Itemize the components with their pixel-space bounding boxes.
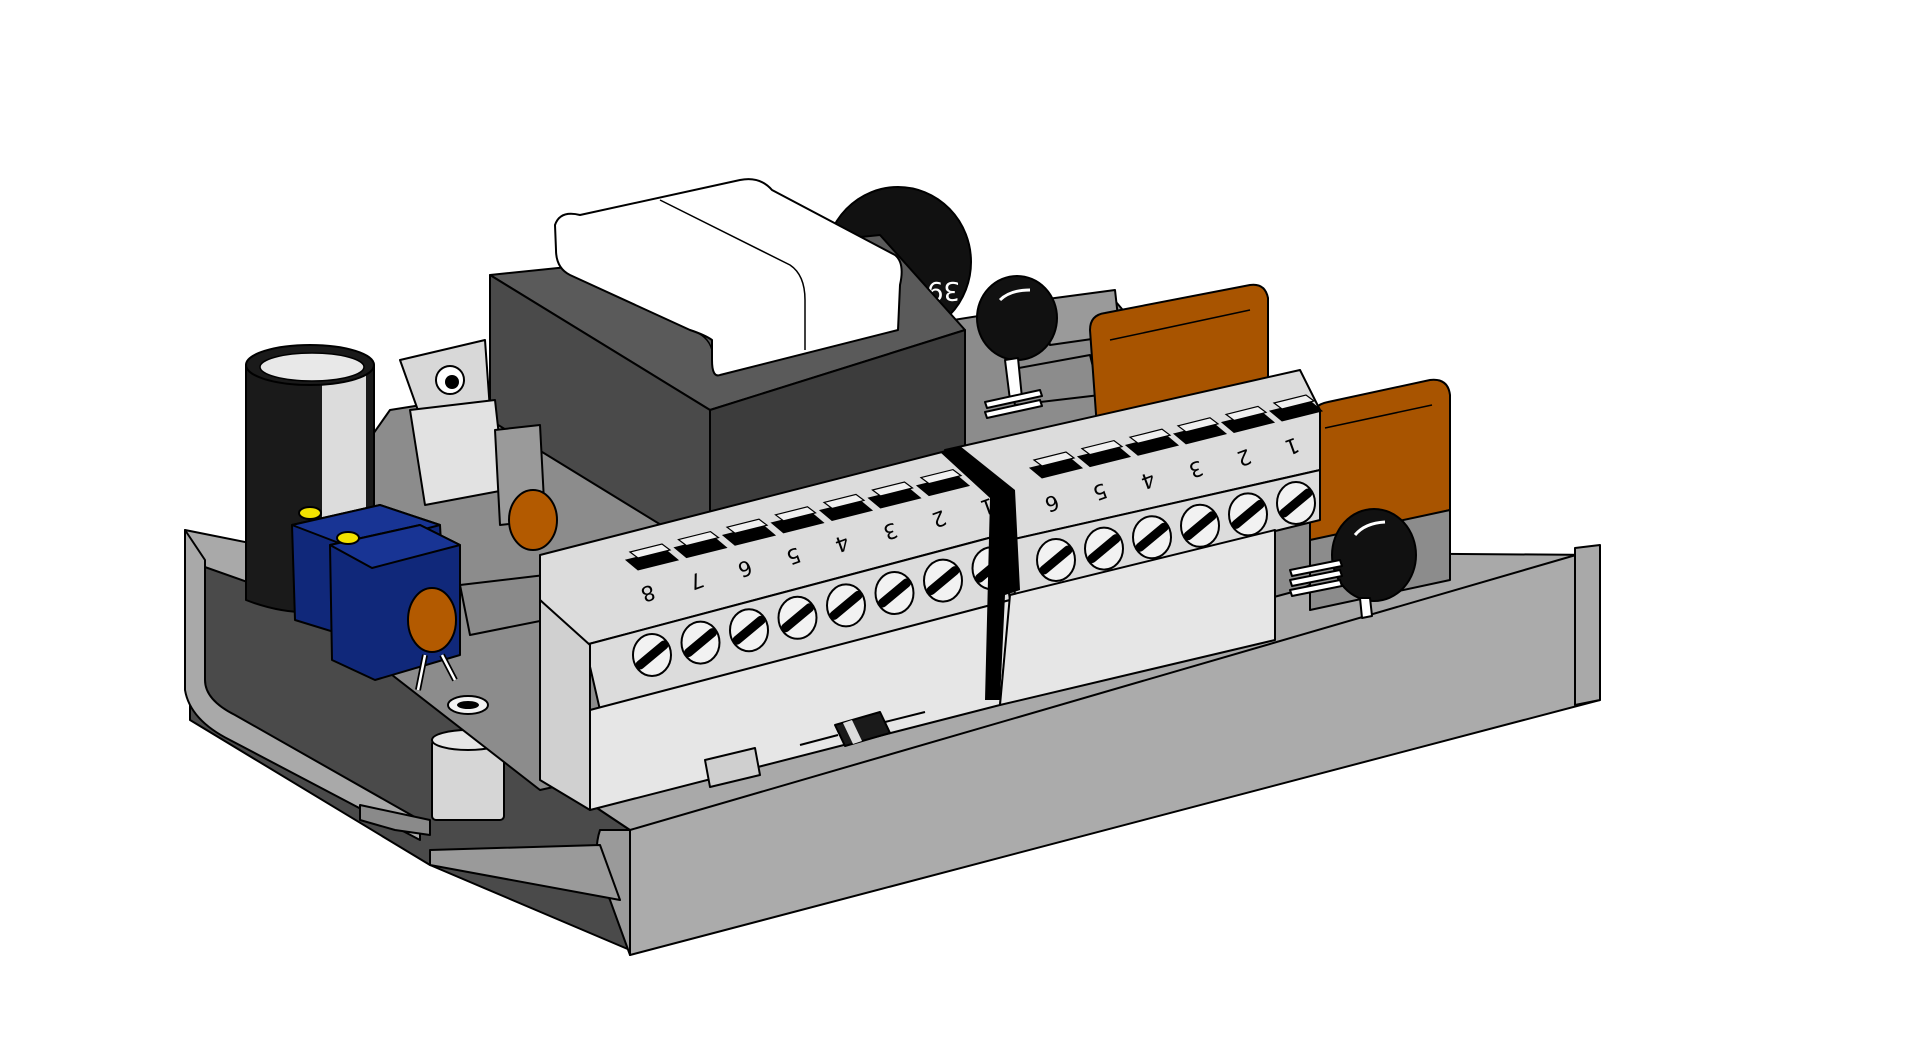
terminal-cavity-rim xyxy=(871,481,914,497)
transistor-top xyxy=(976,275,1058,419)
housing-right-wall xyxy=(1574,544,1601,706)
transformer-coil-edge xyxy=(689,329,713,351)
transistor-right-pins xyxy=(1289,559,1343,597)
terminal-screw[interactable] xyxy=(777,595,818,640)
transistor-top-body xyxy=(976,275,1058,361)
terminal-screw[interactable] xyxy=(680,620,721,665)
terminal-cavity-rim xyxy=(1176,417,1220,433)
transistor-right xyxy=(1289,508,1451,619)
terminal-screw[interactable] xyxy=(1180,503,1220,548)
diode-band xyxy=(843,720,862,744)
terminal-cavity-rim xyxy=(628,543,672,559)
terminal-screw[interactable] xyxy=(1228,492,1268,537)
diode-leads xyxy=(799,711,926,746)
terminal-screw[interactable] xyxy=(1132,515,1172,560)
terminal-block-right-cavities xyxy=(1028,394,1324,479)
smd-component xyxy=(704,747,761,788)
diode-body xyxy=(834,711,891,747)
trimmer-2-top xyxy=(329,524,461,569)
transistor-top-shine xyxy=(998,288,1031,302)
transistor-right-shine xyxy=(1353,520,1386,537)
terminal-cavity-rim xyxy=(1128,428,1172,444)
housing-rail-foot-left xyxy=(359,804,431,836)
terminal-cavity-rim xyxy=(774,506,817,522)
transistor-right-leg xyxy=(1359,597,1373,619)
terminal-screw[interactable] xyxy=(632,633,672,677)
mounting-hole-inner xyxy=(457,701,479,709)
terminal-cavity-rim xyxy=(1080,439,1124,456)
terminal-cavity-rim xyxy=(1224,405,1268,422)
film-capacitor-2-top xyxy=(1324,404,1433,429)
terminal-block-left-side xyxy=(539,599,591,811)
voltage-regulator xyxy=(399,339,546,526)
trimmer-potentiometers xyxy=(291,504,461,681)
terminal-screw[interactable] xyxy=(1276,481,1316,525)
terminal-screw[interactable] xyxy=(826,583,866,628)
transformer-coil-divider xyxy=(659,199,806,350)
terminal-cavity-rim xyxy=(677,530,720,547)
trimmer-1-screw xyxy=(298,506,322,520)
regulator-hole-inner xyxy=(445,375,459,389)
film-capacitor-1-top xyxy=(1109,309,1251,341)
ceramic-capacitor-front-legs-inner xyxy=(416,654,457,691)
transistor-right-body xyxy=(1331,508,1417,602)
diode xyxy=(799,711,926,747)
terminal-cavity-rim xyxy=(1032,451,1076,467)
ceramic-capacitor-back-body xyxy=(508,489,558,551)
ceramic-capacitor-back xyxy=(459,489,558,636)
transformer-coil xyxy=(554,178,903,377)
terminal-block-right-screws xyxy=(1036,481,1316,582)
trimmer-1-top xyxy=(291,504,441,549)
housing-rail-foot-bottom xyxy=(429,844,621,901)
ceramic-capacitor-front-body xyxy=(407,587,457,653)
terminal-cavity-rim xyxy=(822,493,866,510)
transistor-top-pins xyxy=(984,389,1043,419)
terminal-screw[interactable] xyxy=(923,558,963,603)
terminal-screw[interactable] xyxy=(729,608,769,653)
terminal-block-right-body xyxy=(999,529,1276,706)
terminal-cavity-rim xyxy=(725,518,769,534)
terminal-screw[interactable] xyxy=(874,571,915,615)
terminal-screw[interactable] xyxy=(1084,526,1124,571)
ceramic-capacitor-front xyxy=(407,587,458,691)
terminal-block-separator xyxy=(940,446,1020,700)
regulator-body xyxy=(409,399,506,506)
trimmer-2-screw xyxy=(336,531,360,545)
terminal-cavity-rim xyxy=(1272,394,1316,410)
terminal-cavity-rim xyxy=(919,468,963,485)
capacitor-top xyxy=(259,352,365,382)
terminal-screw[interactable] xyxy=(1036,538,1076,582)
